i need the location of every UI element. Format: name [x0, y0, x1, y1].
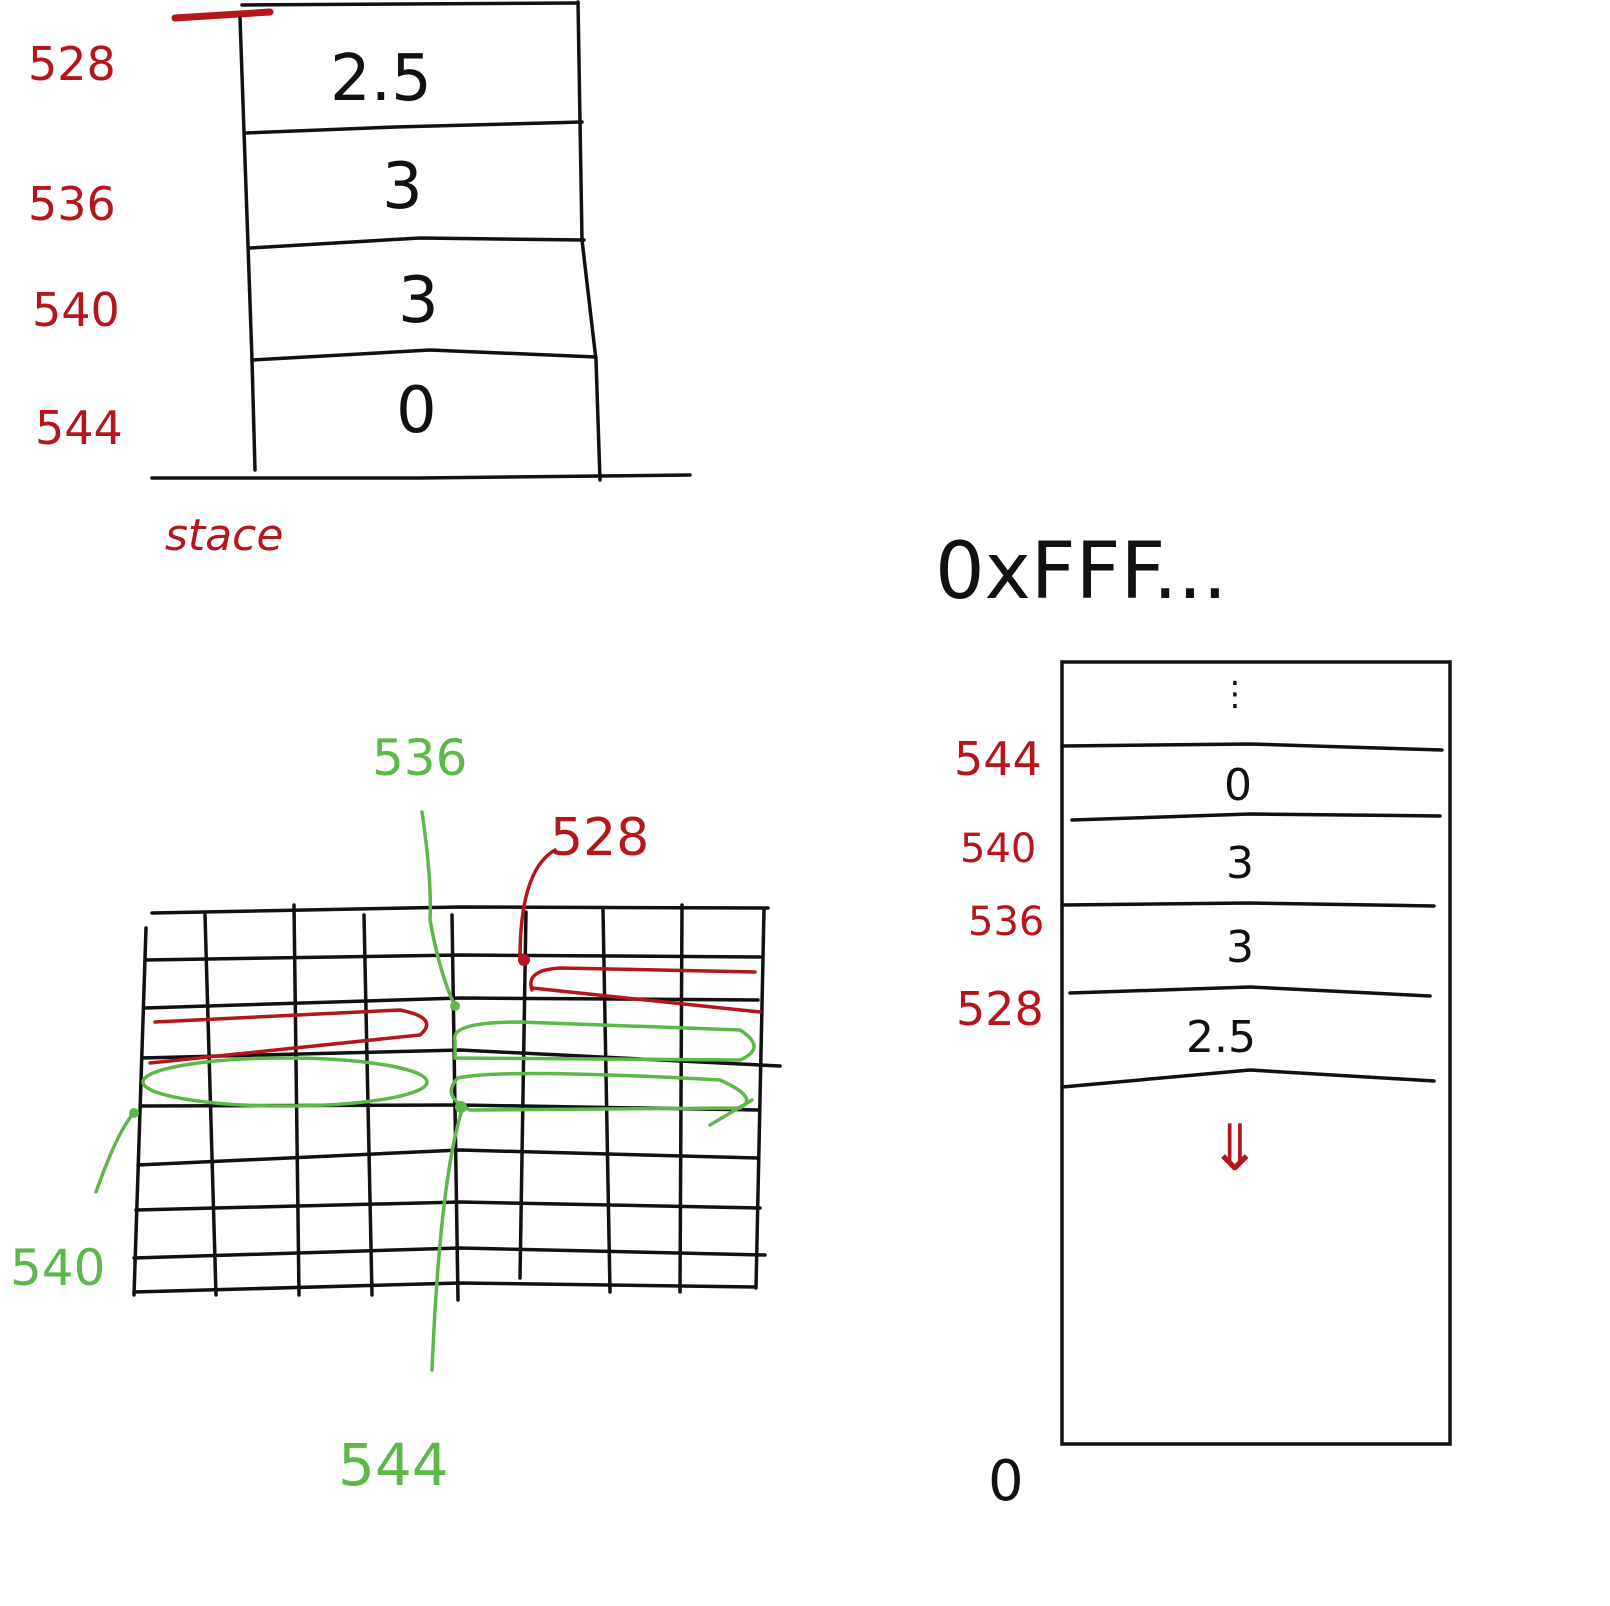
grid-vline-3 — [292, 903, 301, 1297]
stack-divider-2 — [248, 236, 586, 250]
addr-divider-5 — [1060, 1068, 1436, 1089]
grid-red-highlight-528-bottom — [530, 986, 762, 1014]
address-space: 0xFFF... ⋮ 544 540 536 528 0 3 3 2.5 ⇓ 0 — [935, 527, 1452, 1514]
addr-divider-2 — [1070, 812, 1442, 822]
addr-value-3-b: 3 — [1226, 922, 1254, 973]
grid-green-highlight-540 — [141, 1056, 429, 1108]
grid-hline-8 — [132, 1246, 767, 1260]
addr-address-528: 528 — [956, 982, 1044, 1036]
addr-divider-1 — [1060, 742, 1444, 752]
grid-label-536: 536 — [372, 729, 467, 787]
stack-label: stace — [165, 510, 283, 561]
grid-arrow-544-head — [455, 1101, 467, 1113]
addr-value-3-a: 3 — [1226, 838, 1254, 889]
grid-vline-5 — [450, 913, 460, 1302]
addr-address-540: 540 — [960, 826, 1036, 872]
grid-green-highlight-tail — [708, 1098, 754, 1127]
stack-top-line — [240, 1, 580, 7]
stack-address-528: 528 — [28, 37, 116, 91]
grid-arrow-536 — [420, 810, 457, 1008]
stack-address-536: 536 — [28, 177, 116, 231]
addr-address-536: 536 — [968, 899, 1044, 945]
grid-vline-6 — [518, 910, 528, 1280]
stack-address-544: 544 — [35, 401, 123, 455]
grid-green-highlight-544 — [449, 1071, 749, 1112]
grid-green-highlight-536 — [453, 1020, 756, 1062]
grid-arrow-528 — [518, 848, 557, 960]
addr-value-2-5: 2.5 — [1186, 1012, 1256, 1063]
address-space-box — [1060, 660, 1452, 1446]
address-space-bottom-label: 0 — [988, 1449, 1024, 1514]
grid-arrow-528-head — [518, 954, 530, 966]
stack-top-marker — [171, 8, 274, 22]
grid-red-highlight-528-top — [529, 966, 757, 992]
grid-hline-1 — [150, 905, 770, 915]
addr-divider-4 — [1068, 985, 1432, 998]
grid-hline-9 — [132, 1281, 757, 1294]
grid-vline-8 — [678, 903, 684, 1294]
grid-label-540: 540 — [10, 1239, 105, 1297]
stack-divider-1 — [244, 120, 584, 135]
stack-diagram: 528 536 540 544 2.5 3 3 0 stace — [28, 0, 692, 561]
memory-grid: 536 528 540 544 — [10, 729, 782, 1499]
grid-red-highlight-528-cont — [148, 1008, 429, 1065]
grid-label-528: 528 — [550, 808, 649, 868]
stack-address-540: 540 — [32, 283, 120, 337]
stack-base-line — [150, 473, 692, 480]
stack-left-wall — [238, 16, 257, 472]
grid-vline-9 — [754, 908, 766, 1290]
address-space-top-label: 0xFFF... — [935, 527, 1227, 617]
stack-divider-3 — [250, 348, 598, 362]
grid-vline-2 — [203, 913, 218, 1297]
stack-growth-arrow-icon: ⇓ — [1208, 1112, 1262, 1186]
stack-value-3-b: 3 — [398, 264, 439, 338]
grid-label-544: 544 — [338, 1431, 449, 1499]
addr-value-0: 0 — [1224, 760, 1252, 811]
grid-arrow-536-head — [450, 1001, 460, 1011]
addr-address-544: 544 — [954, 732, 1042, 786]
stack-value-0: 0 — [396, 374, 437, 448]
grid-hline-3 — [143, 996, 760, 1010]
stack-value-3-a: 3 — [382, 150, 423, 224]
grid-arrow-540 — [94, 1111, 136, 1194]
stack-value-2-5: 2.5 — [330, 42, 432, 116]
grid-arrow-544 — [430, 1108, 464, 1372]
grid-hline-6 — [136, 1148, 760, 1167]
address-space-ellipsis: ⋮ — [1218, 674, 1252, 714]
addr-divider-3 — [1060, 901, 1436, 908]
grid-vline-4 — [362, 913, 374, 1297]
grid-vline-1 — [132, 926, 148, 1297]
grid-hline-2 — [143, 953, 762, 962]
grid-arrow-540-head — [129, 1108, 139, 1118]
grid-vline-7 — [601, 908, 612, 1294]
grid-hline-7 — [134, 1200, 762, 1212]
